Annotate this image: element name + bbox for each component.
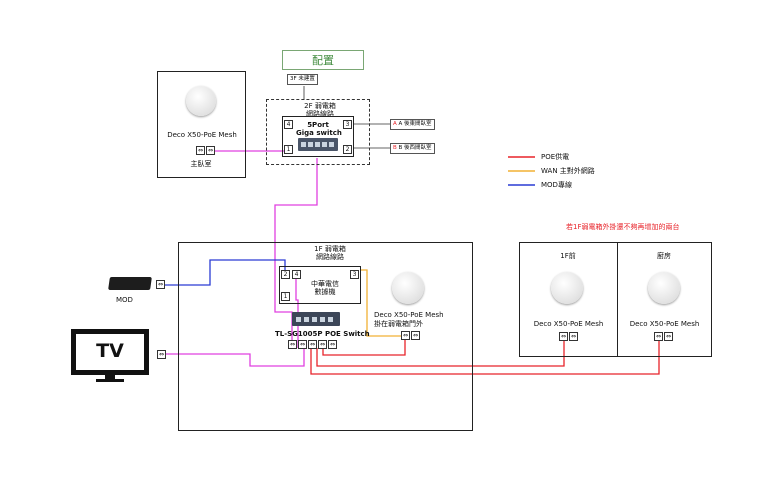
cht-line2: 數據機 [314, 288, 336, 296]
room-1f-front-device: Deco X50-PoE Mesh [533, 320, 604, 328]
wire-poe-kitchen [310, 340, 660, 375]
cabinet-2f-line1: 2F 弱電箱 [304, 102, 336, 110]
room-kitchen-jack-2: ⇔ [664, 332, 673, 341]
poe-switch-port-3: ⇔ [308, 340, 317, 349]
cht-port-2: 2 [281, 270, 290, 279]
cht-port-1: 1 [281, 292, 290, 301]
floor3-label: 3F 未建置 [287, 74, 318, 85]
cht-line1: 中華電信 [311, 280, 339, 288]
mod-box-icon [108, 277, 152, 290]
room-1f-front-jack-2: ⇔ [569, 332, 578, 341]
switch-2f-line1: 5Port [307, 121, 329, 129]
wire-tv-to-poe-switch [166, 348, 305, 367]
switch-2f-port-2: 2 [343, 145, 352, 154]
deco-icon-kitchen [648, 272, 680, 304]
wire-wan [360, 269, 404, 337]
room-1f-front-title: 1F前 [560, 252, 576, 260]
tv-base [96, 379, 124, 382]
wire-poe-1f-front [316, 340, 565, 367]
cabinet-1f-box [178, 242, 473, 431]
master-bedroom-device: Deco X50-PoE Mesh [167, 131, 237, 139]
switch-2f-line2: Giga switch [296, 129, 342, 137]
room-1f-front-jack-1: ⇔ [559, 332, 568, 341]
tv-jack: ⇔ [157, 350, 166, 359]
deco-1f-line1: Deco X50-PoE Mesh [374, 311, 444, 319]
deco-1f-line2: 掛在弱電箱門外 [374, 320, 423, 328]
room-kitchen-jack-1: ⇔ [654, 332, 663, 341]
cht-port-4: 4 [292, 270, 301, 279]
deco-1f-jack-2: ⇔ [411, 331, 420, 340]
port-label-b: B B 後西間臥室 [390, 143, 435, 154]
legend-poe-label: POE供電 [541, 153, 570, 161]
mod-jack: ⇔ [156, 280, 165, 289]
poe-switch-name: TL-SG1005P POE Switch [275, 330, 370, 338]
switch-2f-port-3: 3 [343, 120, 352, 129]
poe-switch-icon [292, 312, 340, 326]
switch-2f-port-4: 4 [284, 120, 293, 129]
legend-wan-label: WAN 主對外網路 [541, 167, 595, 175]
room-kitchen-device: Deco X50-PoE Mesh [629, 320, 700, 328]
cabinet-2f-line2: 網路線路 [306, 110, 334, 118]
master-bedroom-box [157, 71, 246, 178]
switch-2f-box [282, 116, 354, 157]
switch-2f-port-1: 1 [284, 145, 293, 154]
deco-icon-1f-front [551, 272, 583, 304]
master-bedroom-jack-1: ⇔ [196, 146, 205, 155]
poe-switch-port-5: ⇔ [328, 340, 337, 349]
cht-modem-box [279, 266, 361, 304]
poe-switch-port-2: ⇔ [298, 340, 307, 349]
room-kitchen-box [617, 242, 712, 357]
mod-label: MOD [116, 296, 133, 304]
master-bedroom-jack-2: ⇔ [206, 146, 215, 155]
diagram-title: 配置 [282, 50, 364, 70]
master-bedroom-room: 主臥室 [190, 160, 212, 168]
port-label-a: A A 後東間臥室 [390, 119, 435, 130]
cabinet-1f-line1: 1F 弱電箱 [314, 245, 346, 253]
expansion-note: 若1F弱電箱外掛還不夠再增加的兩台 [566, 223, 680, 231]
tv-stand [105, 374, 115, 379]
wire-mod [165, 259, 286, 286]
deco-1f-jack-1: ⇔ [401, 331, 410, 340]
cht-port-3: 3 [350, 270, 359, 279]
wire-poe-deco-1f [322, 340, 406, 356]
tv-label: TV [96, 340, 124, 362]
poe-switch-port-1: ⇔ [288, 340, 297, 349]
room-kitchen-title: 廚房 [657, 252, 671, 260]
switch-2f-icon [298, 138, 338, 151]
poe-switch-port-4: ⇔ [318, 340, 327, 349]
cabinet-2f [266, 99, 370, 165]
deco-icon-master [186, 86, 216, 116]
tv-icon [71, 329, 149, 375]
legend-mod-label: MOD專線 [541, 181, 572, 189]
deco-icon-1f [392, 272, 424, 304]
cabinet-1f-line2: 網路線路 [316, 253, 344, 261]
